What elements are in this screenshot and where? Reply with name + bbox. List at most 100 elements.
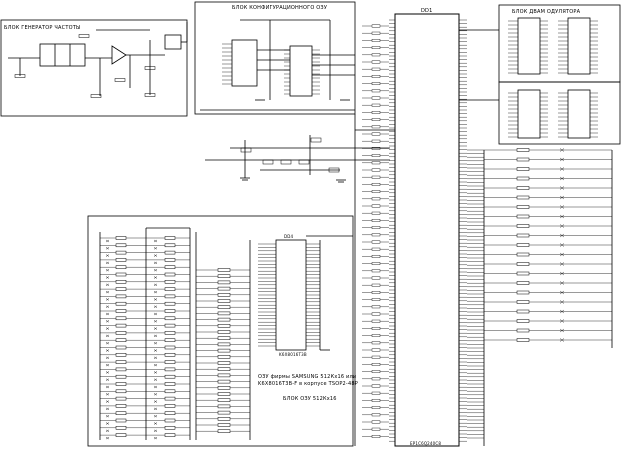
ozu-resistor	[217, 330, 231, 334]
pin-resistor	[371, 175, 381, 179]
pin-resistor	[371, 283, 381, 287]
ozu-diode	[105, 363, 110, 367]
ozu-resistor	[217, 423, 231, 427]
ozu-diode	[153, 436, 158, 440]
ozu-diode	[153, 327, 158, 330]
ozu-resistor	[217, 342, 231, 347]
bus-diode	[559, 271, 565, 276]
config-memory-chip	[289, 45, 313, 97]
bus-diode	[559, 319, 565, 323]
pin-resistor	[371, 298, 381, 301]
bus-diode	[559, 243, 565, 247]
ram-part-label: K6X8016T3B	[279, 352, 307, 357]
ozu-resistor	[217, 348, 231, 353]
ozu-diode	[153, 429, 158, 432]
ozu-resistor	[115, 265, 127, 269]
bus-resistor	[516, 309, 530, 314]
ozu-diode	[105, 269, 110, 272]
ozu-diode	[105, 429, 110, 432]
bus-diode	[559, 195, 565, 200]
bus-resistor	[516, 271, 530, 276]
pin-resistor	[371, 67, 381, 71]
bus-resistor	[516, 338, 530, 342]
ozu-resistor	[115, 382, 127, 386]
pin-resistor	[371, 24, 381, 28]
ozu-resistor	[217, 410, 231, 415]
ozu-resistor	[115, 367, 127, 372]
ozu-note-line-1: ОЗУ фирмы SAMSUNG 512Кх16 или	[258, 374, 357, 380]
ozu-diode	[153, 371, 158, 374]
ozu-resistor	[115, 404, 127, 408]
gen-resistor	[90, 94, 102, 98]
ozu-resistor	[217, 286, 231, 291]
ozu-resistor	[217, 392, 231, 396]
ozu-resistor	[164, 287, 176, 291]
bus-resistor	[516, 176, 530, 181]
ozu-resistor	[217, 367, 231, 371]
config-block-title: БЛОК КОНФИГУРАЦИОННОГО ОЗУ	[232, 5, 328, 11]
ozu-diode	[153, 378, 158, 381]
bus-diode	[559, 224, 565, 228]
ozu-resistor	[217, 317, 231, 322]
bus-resistor	[516, 205, 530, 209]
dual-port-chip-3	[517, 89, 541, 139]
fpga-part-label: EP1C6Q240C8	[410, 441, 442, 446]
pin-resistor	[371, 247, 381, 251]
ozu-resistor	[164, 258, 176, 262]
ozu-resistor	[217, 299, 231, 303]
ozu-resistor	[164, 345, 176, 350]
pin-resistor	[371, 262, 381, 265]
config-block-frame	[194, 1, 356, 115]
ozu-resistor	[115, 433, 127, 437]
pin-resistor	[371, 96, 381, 100]
reset-component	[328, 167, 340, 173]
ozu-resistor	[217, 336, 231, 340]
ozu-diode	[153, 393, 158, 396]
pin-resistor	[371, 327, 381, 330]
ozu-resistor	[115, 360, 127, 364]
reset-component	[298, 159, 310, 165]
ozu-resistor	[217, 404, 231, 409]
ozu-resistor	[115, 426, 127, 430]
bus-diode	[559, 300, 565, 304]
pin-resistor	[371, 132, 381, 136]
ozu-diode	[153, 320, 158, 323]
generator-block-title: БЛОК ГЕНЕРАТОР ЧАСТОТЫ	[4, 25, 81, 31]
ozu-resistor	[164, 382, 176, 386]
ozu-diode	[105, 415, 110, 418]
bus-diode	[559, 148, 565, 152]
pin-resistor	[371, 53, 381, 57]
pin-resistor	[371, 413, 381, 417]
ozu-diode	[153, 342, 158, 345]
ozu-resistor	[115, 250, 127, 255]
ozu-resistor	[115, 243, 127, 248]
ozu-diode	[105, 436, 110, 440]
bus-resistor	[516, 252, 530, 257]
bus-resistor	[516, 243, 530, 247]
pin-resistor	[371, 82, 381, 86]
ozu-diode	[153, 334, 158, 338]
ozu-resistor	[164, 360, 176, 364]
ozu-resistor	[115, 301, 127, 306]
ozu-resistor	[217, 355, 231, 359]
pin-resistor	[371, 305, 381, 309]
ozu-resistor	[115, 338, 127, 342]
pin-resistor	[371, 240, 381, 244]
ozu-resistor	[164, 294, 176, 299]
ozu-resistor	[217, 311, 231, 316]
bus-resistor	[516, 195, 530, 200]
ozu-resistor	[115, 316, 127, 321]
dual-port-chip-1	[517, 17, 541, 75]
pin-resistor	[371, 355, 381, 359]
pin-resistor	[371, 276, 381, 280]
dual-port-chip-4	[567, 89, 591, 139]
ozu-diode	[153, 254, 158, 257]
reset-component	[280, 159, 292, 165]
pin-resistor	[371, 39, 381, 42]
ozu-diode	[105, 290, 110, 294]
bus-resistor	[516, 281, 530, 285]
ozu-resistor	[115, 396, 127, 401]
reset-component	[262, 159, 274, 165]
pin-resistor	[371, 420, 381, 424]
